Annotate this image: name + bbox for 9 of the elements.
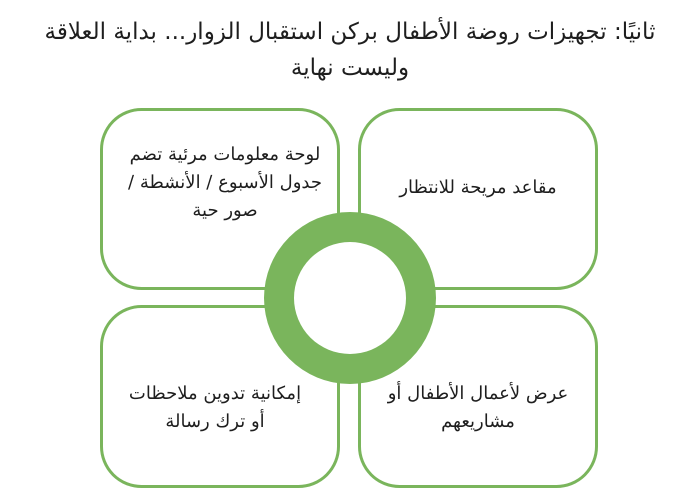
card-text: عرض لأعمال الأطفال أو مشاريعهم — [386, 380, 570, 434]
card-text: مقاعد مريحة للانتظار — [399, 176, 557, 200]
rounded-card — [100, 108, 340, 290]
rounded-card — [358, 305, 598, 488]
rounded-card — [358, 108, 598, 290]
rounded-card — [100, 305, 340, 488]
card-text: إمكانية تدوين ملاحظات أو ترك رسالة — [128, 382, 302, 434]
diagram-title: ثانيًا: تجهيزات روضة الأطفال بركن استقبال الزوار... بداية العلاقة وليست نهاية — [44, 16, 656, 83]
card-text: لوحة معلومات مرئية تضم جدول الأسبوع / الأنشطة / صور حية — [128, 143, 322, 223]
